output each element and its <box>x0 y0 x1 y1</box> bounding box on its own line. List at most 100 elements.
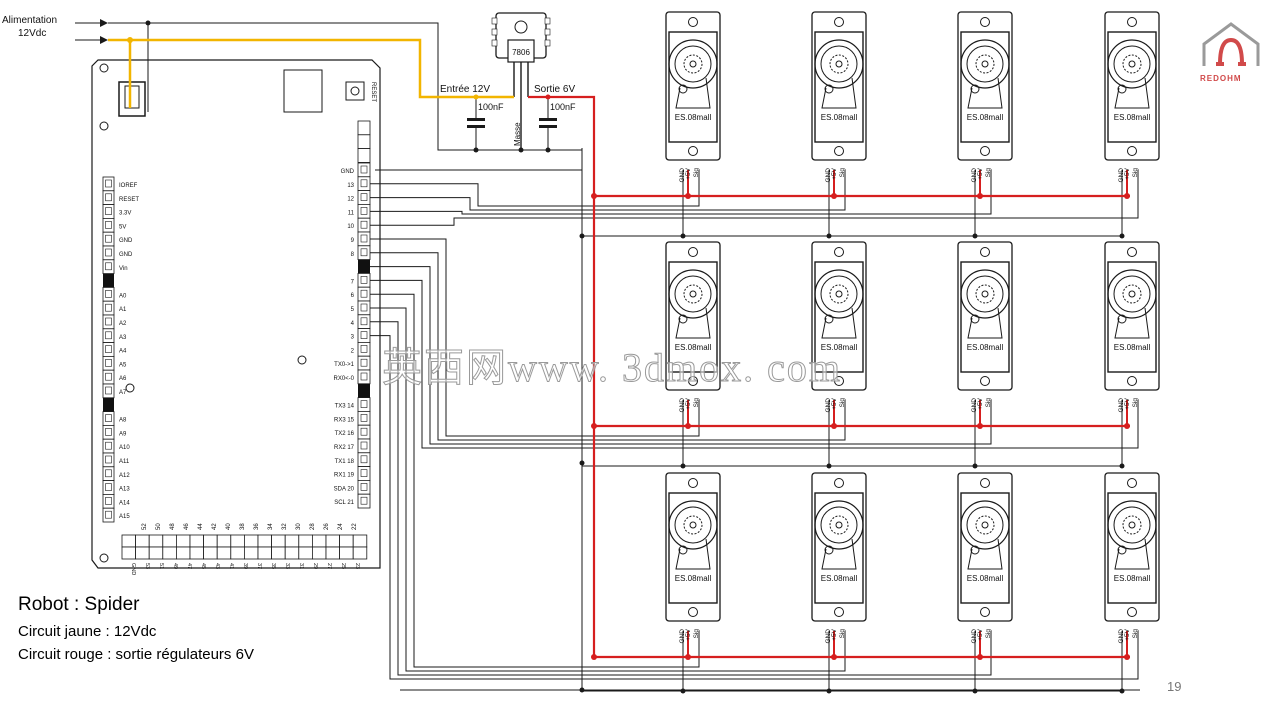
right-pin-label: 9 <box>351 238 355 244</box>
junction-dot <box>1124 423 1130 429</box>
servo-horn-outer <box>814 500 864 550</box>
servo-screw-hole <box>834 247 844 257</box>
servo-body <box>814 261 864 373</box>
right-header-pin-hole <box>360 248 368 257</box>
signal-wire <box>370 279 1139 449</box>
right-pin-label: TX3 14 <box>335 404 355 410</box>
right-header-pin-hole <box>360 400 368 408</box>
servo-gear-icon <box>1122 515 1142 535</box>
servo-pin-label: GND <box>679 398 686 413</box>
left-header-pin-hole <box>105 469 112 478</box>
caption-title: Robot : Spider <box>18 594 140 615</box>
servo-screw-hole <box>1127 247 1137 257</box>
left-header-gap <box>103 397 114 412</box>
signal-wire <box>370 170 700 207</box>
servo-pin-label: GND <box>1118 398 1125 413</box>
junction-dot <box>977 423 983 429</box>
bottom-header-pin <box>257 546 273 560</box>
left-pin-label: A0 <box>119 293 127 299</box>
servo-body <box>668 492 718 604</box>
servo-screw-hole <box>688 146 698 156</box>
servo-body <box>668 31 718 143</box>
servo-horn-outer <box>1107 269 1157 319</box>
reset-label: RESET <box>370 82 376 102</box>
right-pin-label: 6 <box>351 293 355 299</box>
servo-pin-label: Sig <box>693 168 700 178</box>
servo-pivot <box>1117 314 1127 324</box>
bottom-pin-label: 46 <box>184 523 190 530</box>
servo-screw-hole <box>688 247 698 257</box>
left-header-pin-hole <box>105 317 112 326</box>
bottom-pin-label: GND <box>130 563 136 575</box>
left-header-pin-hole <box>105 248 112 257</box>
page-number: 19 <box>1167 679 1182 694</box>
servo-horn-outer <box>960 39 1010 89</box>
servo-pivot <box>824 84 834 94</box>
signal-wire <box>370 170 846 211</box>
right-header-pin-hole <box>360 483 368 491</box>
servo-pin-label: GND <box>1118 629 1125 644</box>
servo-pin-label: GND <box>971 398 978 413</box>
servo-pin-label: GND <box>825 168 832 183</box>
regulator-tab <box>491 28 498 36</box>
servo-pin-label: Sig <box>1132 398 1139 408</box>
servo-case-line <box>1114 77 1150 109</box>
signal-wire <box>370 238 700 437</box>
bottom-header-pin <box>148 534 164 548</box>
servo-screw-hole <box>834 478 844 488</box>
junction-dot <box>1124 193 1130 199</box>
right-header-pin-hole <box>360 276 368 284</box>
servo-pin-label: Sig <box>839 168 846 178</box>
bottom-pin-label: 26 <box>324 523 330 530</box>
servo-horn-mid <box>966 506 1004 544</box>
servo-pivot <box>1117 84 1127 94</box>
right-header-pin-hole <box>360 372 368 381</box>
board-outline <box>91 59 381 569</box>
capacitor-label: 100nF <box>478 102 504 112</box>
regulator-tab <box>544 39 551 47</box>
left-pin-label: A4 <box>119 349 127 355</box>
servo-shaft <box>981 521 989 529</box>
servo-pin-label: GND <box>825 629 832 644</box>
servo-pin-label: +5V <box>685 397 692 409</box>
bottom-header-pin <box>325 546 341 560</box>
left-pin-label: A15 <box>119 514 130 520</box>
junction-dot <box>591 193 597 199</box>
servo-pin-label: GND <box>825 398 832 413</box>
servo-horn-outer <box>814 269 864 319</box>
regulator-tab <box>491 39 498 47</box>
bottom-header-pin <box>325 534 341 548</box>
left-pin-label: 5V <box>119 224 126 230</box>
left-pin-label: A6 <box>119 376 127 382</box>
servo-body <box>960 492 1010 604</box>
right-header-pin-hole <box>360 441 368 450</box>
servo-screw-hole <box>834 146 844 156</box>
bottom-header-pin <box>243 534 259 548</box>
right-header-pin-hole <box>360 165 368 174</box>
left-header-pin-hole <box>105 207 112 215</box>
servo-case-line <box>821 307 857 339</box>
servo-pin-label: Sig <box>693 398 700 408</box>
servo-gear-icon <box>683 54 703 74</box>
servo-screw-hole <box>980 376 990 386</box>
bottom-pin-label: 42 <box>212 523 218 530</box>
servo-case-line <box>967 538 1003 570</box>
capacitor-plate <box>539 125 557 128</box>
right-header-pin-hole <box>360 358 368 367</box>
junction-dot <box>473 94 479 100</box>
bottom-header-pin <box>311 546 327 560</box>
bottom-pin-label: 38 <box>240 523 246 530</box>
servo-pin-label: +5V <box>1124 167 1131 179</box>
servo-case-line <box>1114 307 1150 339</box>
servo-screw-hole <box>1127 146 1137 156</box>
bottom-header-pin <box>121 534 137 548</box>
servo-pivot <box>1117 545 1127 555</box>
servo-case-line <box>821 77 857 109</box>
right-header-pin-hole <box>360 193 368 201</box>
right-header-pin-hole <box>360 455 368 464</box>
power-label: 12Vdc <box>18 28 46 39</box>
right-header-pin-hole <box>360 469 368 477</box>
servo-horn-mid <box>1113 275 1151 313</box>
